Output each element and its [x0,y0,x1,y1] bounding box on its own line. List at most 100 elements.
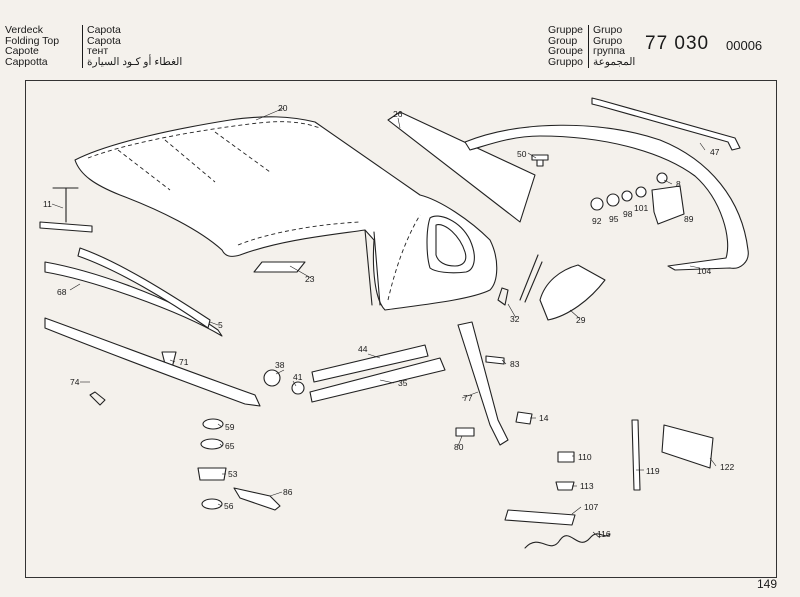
group-labels-left: Gruppe Group Groupe Gruppo [548,25,583,67]
seal-strip-5[interactable] [77,247,211,329]
clip-74[interactable] [89,391,106,406]
part-label-47[interactable]: 47 [710,147,720,157]
leader-lines [51,107,717,539]
part-label-8[interactable]: 8 [676,179,681,189]
group-number: 77 030 [645,33,710,54]
diagram-frame [25,80,777,578]
part-label-86[interactable]: 86 [283,487,293,497]
part-label-23[interactable]: 23 [305,274,315,284]
part-label-5[interactable]: 5 [218,320,223,330]
bolt-110[interactable] [557,451,575,463]
part-label-110[interactable]: 110 [578,452,592,462]
bushing-38[interactable] [263,369,281,387]
part-label-92[interactable]: 92 [592,216,602,226]
part-label-20[interactable]: 20 [278,103,288,113]
rear-window-26[interactable] [387,111,536,223]
group-divider [588,25,589,68]
part-label-89[interactable]: 89 [684,214,694,224]
page-code: 00006 [726,38,763,53]
part-label-95[interactable]: 95 [609,214,619,224]
screw-80[interactable] [455,427,475,437]
part-label-113[interactable]: 113 [580,481,594,491]
part-label-68[interactable]: 68 [57,287,67,297]
side-rail-74[interactable] [44,317,261,407]
part-label-35[interactable]: 35 [398,378,408,388]
spring-116[interactable] [524,533,611,549]
part-names-left: Verdeck Folding Top Capote Cappotta [5,25,59,67]
washer-65[interactable] [200,438,224,450]
part-label-26[interactable]: 26 [393,109,403,119]
pad-122[interactable] [661,424,714,469]
part-label-83[interactable]: 83 [510,359,520,369]
part-label-29[interactable]: 29 [576,315,586,325]
clip-11[interactable] [39,187,93,233]
part-label-119[interactable]: 119 [646,466,660,476]
part-name-ru: тент [87,45,109,58]
part-label-50[interactable]: 50 [517,149,527,159]
part-label-107[interactable]: 107 [584,502,598,512]
clip-113[interactable] [555,481,575,491]
plate-107[interactable] [504,509,576,526]
part-label-38[interactable]: 38 [275,360,285,370]
part-label-44[interactable]: 44 [358,344,368,354]
part-name-en: Folding Top [5,34,60,47]
part-names-right: Capota Capota тент الغطاء أو كـود السيار… [87,25,182,67]
part-label-14[interactable]: 14 [539,413,549,423]
group-labels-right: Grupo Grupo группа المجموعة [593,25,635,67]
part-label-71[interactable]: 71 [179,357,189,367]
part-label-59[interactable]: 59 [225,422,235,432]
trim-strip-47[interactable] [591,97,741,151]
group-label-ar: المجموعة [593,55,636,68]
quarter-window-29[interactable] [539,264,606,321]
part-label-56[interactable]: 56 [224,501,234,511]
part-name-es: Capota [87,24,121,36]
part-label-98[interactable]: 98 [623,209,633,219]
screw-14[interactable] [515,411,533,425]
weatherstrip-23[interactable] [253,261,306,273]
part-label-80[interactable]: 80 [454,442,464,452]
part-label-32[interactable]: 32 [510,314,520,324]
part-label-74[interactable]: 74 [70,377,80,387]
bushing-41[interactable] [291,381,305,395]
grommet-56[interactable] [201,498,223,510]
group-label-it: Gruppo [548,55,584,68]
link-77[interactable] [457,321,509,446]
pivot-53[interactable] [197,467,227,481]
part-label-53[interactable]: 53 [228,469,238,479]
frame-rail-104[interactable] [464,124,749,271]
header-divider [82,25,83,68]
page-number: 149 [757,577,778,591]
bow-tube-44[interactable] [311,344,429,383]
washer-set-92-101[interactable] [590,186,647,211]
part-label-11[interactable]: 11 [43,199,52,209]
part-name-de: Verdeck [5,24,43,36]
group-label-fr: Groupe [548,45,584,58]
screw-50[interactable] [531,154,549,167]
group-label-es: Grupo [593,24,623,36]
group-label-en: Group [548,34,578,47]
part-label-41[interactable]: 41 [293,372,303,382]
part-label-65[interactable]: 65 [225,441,235,451]
group-label-de: Gruppe [548,24,584,36]
part-label-104[interactable]: 104 [697,266,711,276]
part-label-101[interactable]: 101 [634,203,648,213]
pin-32[interactable] [497,254,543,306]
spring-plate-86[interactable] [233,487,281,511]
bow-tube-35[interactable] [309,357,446,403]
group-label-ru: группа [593,45,626,58]
part-name-it: Cappotta [5,55,48,68]
part-name-ar: الغطاء أو كـود السيارة [87,55,183,68]
part-label-116[interactable]: 116 [597,529,611,539]
part-label-77[interactable]: 77 [463,393,473,403]
group-label-pt: Grupo [593,34,623,47]
rod-119[interactable] [631,419,641,491]
cap-59[interactable] [202,418,224,430]
part-label-122[interactable]: 122 [720,462,734,472]
folding-top-fabric[interactable] [74,116,498,311]
part-name-pt: Capota [87,34,121,47]
screw-83[interactable] [485,355,505,365]
seal-strip-68[interactable] [44,261,223,337]
part-name-fr: Capote [5,45,39,58]
part-labels: 20 26 50 47 8 11 92 95 98 101 89 23 104 … [43,103,734,539]
